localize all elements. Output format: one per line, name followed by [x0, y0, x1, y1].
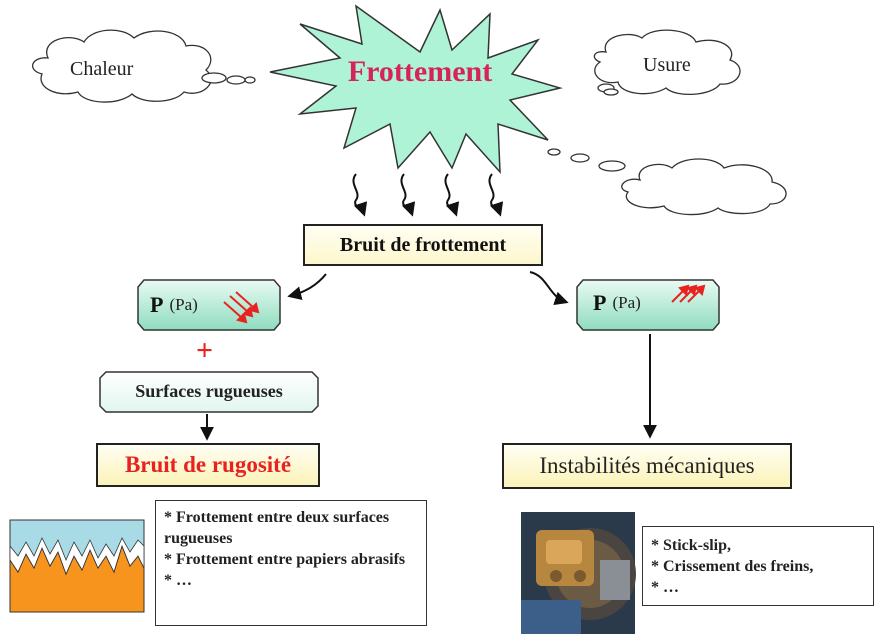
examples-right-box: * Stick-slip, * Crissement des freins, *…: [642, 526, 874, 606]
pressure-symbol: P: [593, 290, 607, 315]
cloud-empty: [547, 148, 787, 216]
pressure-unit: (Pa): [612, 293, 641, 312]
title-frottement: Frottement: [347, 55, 493, 88]
wavy-arrows: [352, 173, 504, 217]
pressure-unit: (Pa): [169, 295, 198, 314]
list-item: * Frottement entre papiers abrasifs: [164, 551, 406, 568]
pressure-box-right: P (Pa): [593, 290, 641, 316]
wavy-arrow-icon: [352, 173, 368, 217]
plus-sign: +: [196, 334, 214, 367]
wavy-arrow-icon: [488, 173, 504, 217]
list-item: * …: [164, 572, 192, 589]
curve-arrow-right: [529, 271, 569, 306]
pressure-symbol: P: [150, 292, 164, 317]
cloud-label-chaleur: Chaleur: [70, 58, 134, 80]
list-item: * Frottement entre deux surfaces rugueus…: [164, 509, 390, 547]
bruit-de-frottement-box: Bruit de frottement: [303, 224, 543, 266]
cloud-chaleur: [32, 29, 256, 103]
red-arrows-icon: [671, 284, 706, 303]
rough-surface-icon: [9, 519, 145, 613]
list-item: * …: [651, 579, 679, 596]
curve-arrow-left: [287, 273, 327, 301]
cloud-label-usure: Usure: [643, 54, 691, 76]
list-item: * Crissement des freins,: [651, 558, 814, 575]
surfaces-box-shape: [99, 371, 319, 413]
wavy-arrow-icon: [400, 173, 416, 217]
surfaces-rugueuses-label: Surfaces rugueuses: [135, 380, 283, 401]
instabilites-mecaniques-box: Instabilités mécaniques: [502, 443, 792, 489]
bruit-de-rugosite-box: Bruit de rugosité: [96, 443, 320, 487]
list-item: * Stick-slip,: [651, 537, 732, 554]
examples-left-box: * Frottement entre deux surfaces rugueus…: [155, 500, 427, 626]
red-arrows-icon: [223, 291, 260, 324]
pressure-box-left: P (Pa): [150, 292, 198, 318]
star-burst-shape: [269, 4, 563, 175]
wavy-arrow-icon: [444, 173, 460, 217]
brake-photo-icon: [521, 512, 636, 634]
cloud-usure: [593, 29, 741, 96]
